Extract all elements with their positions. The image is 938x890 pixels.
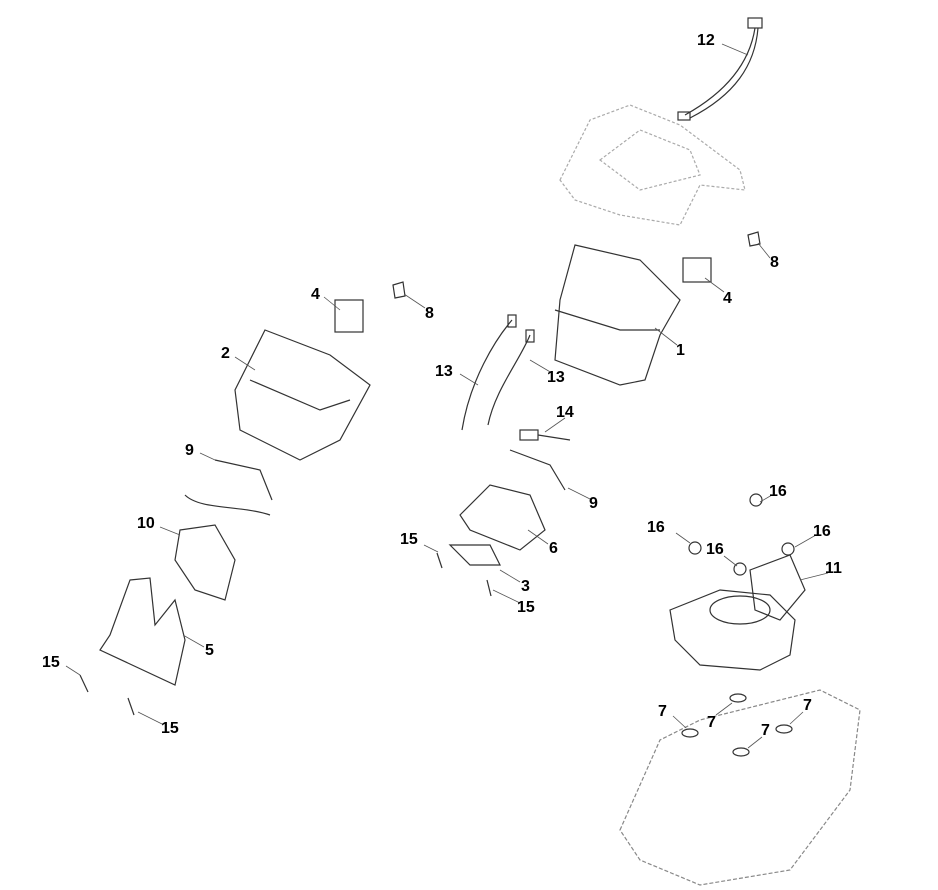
callout-9: 9 (185, 442, 194, 459)
part-5-bracket (99, 577, 186, 686)
callout-16: 16 (647, 519, 665, 536)
callout-13: 13 (435, 363, 453, 380)
callout-4: 4 (311, 286, 320, 303)
part-10-module (174, 494, 271, 601)
callout-14: 14 (556, 404, 574, 421)
callout-13: 13 (547, 369, 565, 386)
part-2-housing (234, 281, 406, 461)
callout-16: 16 (706, 541, 724, 558)
callout-4: 4 (723, 290, 732, 307)
callout-1: 1 (676, 342, 685, 359)
callout-15: 15 (42, 654, 60, 671)
callout-7: 7 (658, 703, 667, 720)
callout-3: 3 (521, 578, 530, 595)
callout-10: 10 (137, 515, 155, 532)
callout-8: 8 (425, 305, 434, 322)
callout-9: 9 (589, 495, 598, 512)
screws (79, 552, 492, 716)
part-12-cable (677, 17, 763, 121)
callout-8: 8 (770, 254, 779, 271)
callout-15: 15 (517, 599, 535, 616)
callout-7: 7 (707, 714, 716, 731)
part-11-motor (669, 493, 806, 671)
callout-7: 7 (803, 697, 812, 714)
part-6-bracket (448, 484, 546, 566)
callout-16: 16 (769, 483, 787, 500)
upper-cover-ghost (559, 104, 746, 226)
cables (214, 314, 571, 501)
leader-lines (65, 43, 829, 749)
callout-5: 5 (205, 642, 214, 659)
callout-2: 2 (221, 345, 230, 362)
callout-12: 12 (697, 32, 715, 49)
callout-7: 7 (761, 722, 770, 739)
callout-15: 15 (400, 531, 418, 548)
washers (681, 693, 793, 757)
callout-16: 16 (813, 523, 831, 540)
callout-15: 15 (161, 720, 179, 737)
callout-11: 11 (825, 560, 842, 577)
part-1-housing (554, 231, 761, 386)
chassis-ghost (619, 689, 861, 886)
callout-6: 6 (549, 540, 558, 557)
